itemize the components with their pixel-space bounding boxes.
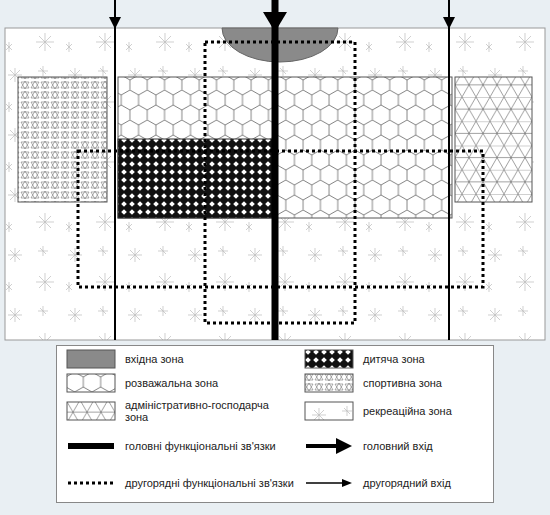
secondary-entrance-arrow [109, 17, 121, 29]
legend-swatch [304, 348, 354, 370]
legend-text: розважальна зона [121, 371, 299, 395]
legend-text: спортивна зона [359, 371, 489, 395]
children-zone [118, 139, 273, 218]
legend-swatch-cell [61, 371, 121, 395]
legend-swatch [304, 472, 354, 494]
legend-swatch-cell [299, 465, 359, 501]
legend-swatch-cell [61, 347, 121, 371]
legend-swatch [66, 435, 116, 457]
legend-swatch-cell [299, 427, 359, 465]
entertainment-zone [118, 77, 452, 218]
legend-text: головний вхід [359, 427, 489, 465]
legend-text: головні функціональні зв'язки [121, 427, 299, 465]
legend-text: рекреаційна зона [359, 395, 489, 427]
legend-swatch [66, 400, 116, 422]
legend-swatch [304, 372, 354, 394]
legend-swatch [304, 435, 354, 457]
legend-swatch-cell [299, 395, 359, 427]
legend: вхідна зона дитяча зона розважальна зона сп… [56, 345, 494, 503]
legend-text: другорядний вхід [359, 465, 489, 501]
legend-swatch [66, 348, 116, 370]
secondary-link [78, 151, 483, 287]
main-entrance-arrow [263, 12, 287, 32]
legend-text: вхідна зона [121, 347, 299, 371]
legend-text: адміністративно-господарча зона [121, 395, 299, 427]
color-swatch [67, 350, 115, 368]
legend-swatch-cell [299, 347, 359, 371]
secondary-axis [448, 0, 450, 340]
main-axis [272, 0, 279, 340]
legend-swatch-cell [61, 427, 121, 465]
entry-zone [222, 28, 338, 62]
sports-zone [18, 77, 107, 202]
secondary-link [205, 42, 355, 323]
legend-swatch-cell [61, 465, 121, 501]
legend-swatch-cell [299, 371, 359, 395]
legend-swatch [66, 472, 116, 494]
legend-swatch-cell [61, 395, 121, 427]
secondary-axis [114, 0, 116, 340]
secondary-entrance-arrow [443, 17, 455, 29]
legend-text: другорядні функціональні зв'язки [121, 465, 299, 501]
legend-text: дитяча зона [359, 347, 489, 371]
admin-zone [455, 77, 532, 202]
legend-swatch [304, 400, 354, 422]
legend-swatch [66, 372, 116, 394]
